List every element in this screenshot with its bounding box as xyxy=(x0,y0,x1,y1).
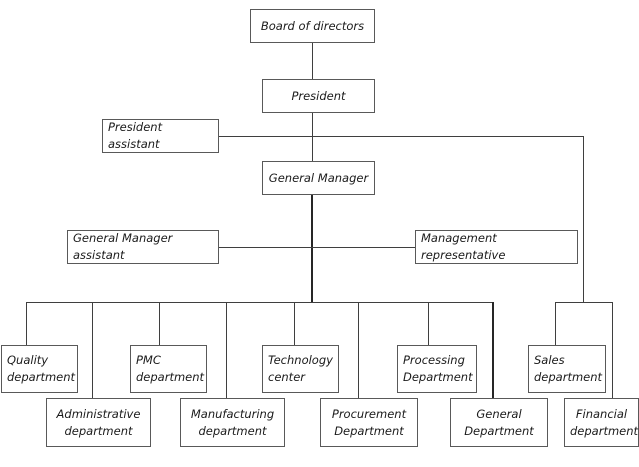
edge-drop-financial xyxy=(612,302,613,398)
edge-drop-technology xyxy=(294,302,295,345)
node-technology-center[interactable]: Technology center xyxy=(262,345,339,393)
node-label: Board of directors xyxy=(260,18,365,33)
node-label: General Manager assistant xyxy=(73,231,173,262)
node-general-manager-assistant[interactable]: General Manager assistant xyxy=(67,230,219,264)
node-president[interactable]: President xyxy=(262,79,375,113)
node-administrative-department[interactable]: Administrative department xyxy=(46,398,151,447)
node-label: Technology center xyxy=(268,353,333,384)
node-label: General Manager xyxy=(268,170,369,185)
edge-president-assistant-bus xyxy=(219,136,583,137)
node-general-manager[interactable]: General Manager xyxy=(262,161,375,195)
node-label: Sales department xyxy=(534,353,603,384)
node-quality-department[interactable]: Quality department xyxy=(1,345,78,393)
edge-president-to-general-manager xyxy=(312,113,313,161)
node-label: Administrative department xyxy=(56,406,141,438)
edge-board-to-president xyxy=(312,43,313,79)
edge-general-manager-trunk xyxy=(311,195,313,303)
node-board-of-directors[interactable]: Board of directors xyxy=(250,9,375,43)
node-financial-department[interactable]: Financial department xyxy=(564,398,639,447)
edge-drop-manufacturing xyxy=(226,302,227,398)
node-label: General Department xyxy=(464,406,534,438)
edge-drop-sales xyxy=(555,302,556,345)
node-label: President xyxy=(291,88,346,103)
edge-president-assistant-drop xyxy=(583,136,584,303)
node-president-assistant[interactable]: President assistant xyxy=(102,119,219,153)
edge-drop-general-department xyxy=(492,302,494,398)
node-manufacturing-department[interactable]: Manufacturing department xyxy=(180,398,285,447)
node-pmc-department[interactable]: PMC department xyxy=(130,345,207,393)
node-processing-department[interactable]: Processing Department xyxy=(397,345,477,393)
node-general-department[interactable]: General Department xyxy=(450,398,548,447)
node-procurement-department[interactable]: Procurement Department xyxy=(320,398,418,447)
edge-drop-administrative xyxy=(92,302,93,398)
edge-sales-financial-distribution-bar xyxy=(555,302,613,303)
node-label: Manufacturing department xyxy=(190,406,275,438)
node-label: Management representative xyxy=(421,231,506,262)
edge-staff-bus xyxy=(219,247,415,248)
edge-drop-processing xyxy=(428,302,429,345)
node-sales-department[interactable]: Sales department xyxy=(528,345,606,393)
edge-department-distribution-bar xyxy=(26,302,493,303)
node-label: President assistant xyxy=(108,120,163,151)
node-label: Processing Department xyxy=(403,353,473,384)
edge-drop-pmc xyxy=(159,302,160,345)
node-label: Financial department xyxy=(570,406,639,438)
edge-drop-procurement xyxy=(358,302,359,398)
node-management-representative[interactable]: Management representative xyxy=(415,230,578,264)
edge-drop-quality xyxy=(26,302,27,345)
node-label: Quality department xyxy=(7,353,76,384)
node-label: Procurement Department xyxy=(331,406,407,438)
node-label: PMC department xyxy=(136,353,205,384)
